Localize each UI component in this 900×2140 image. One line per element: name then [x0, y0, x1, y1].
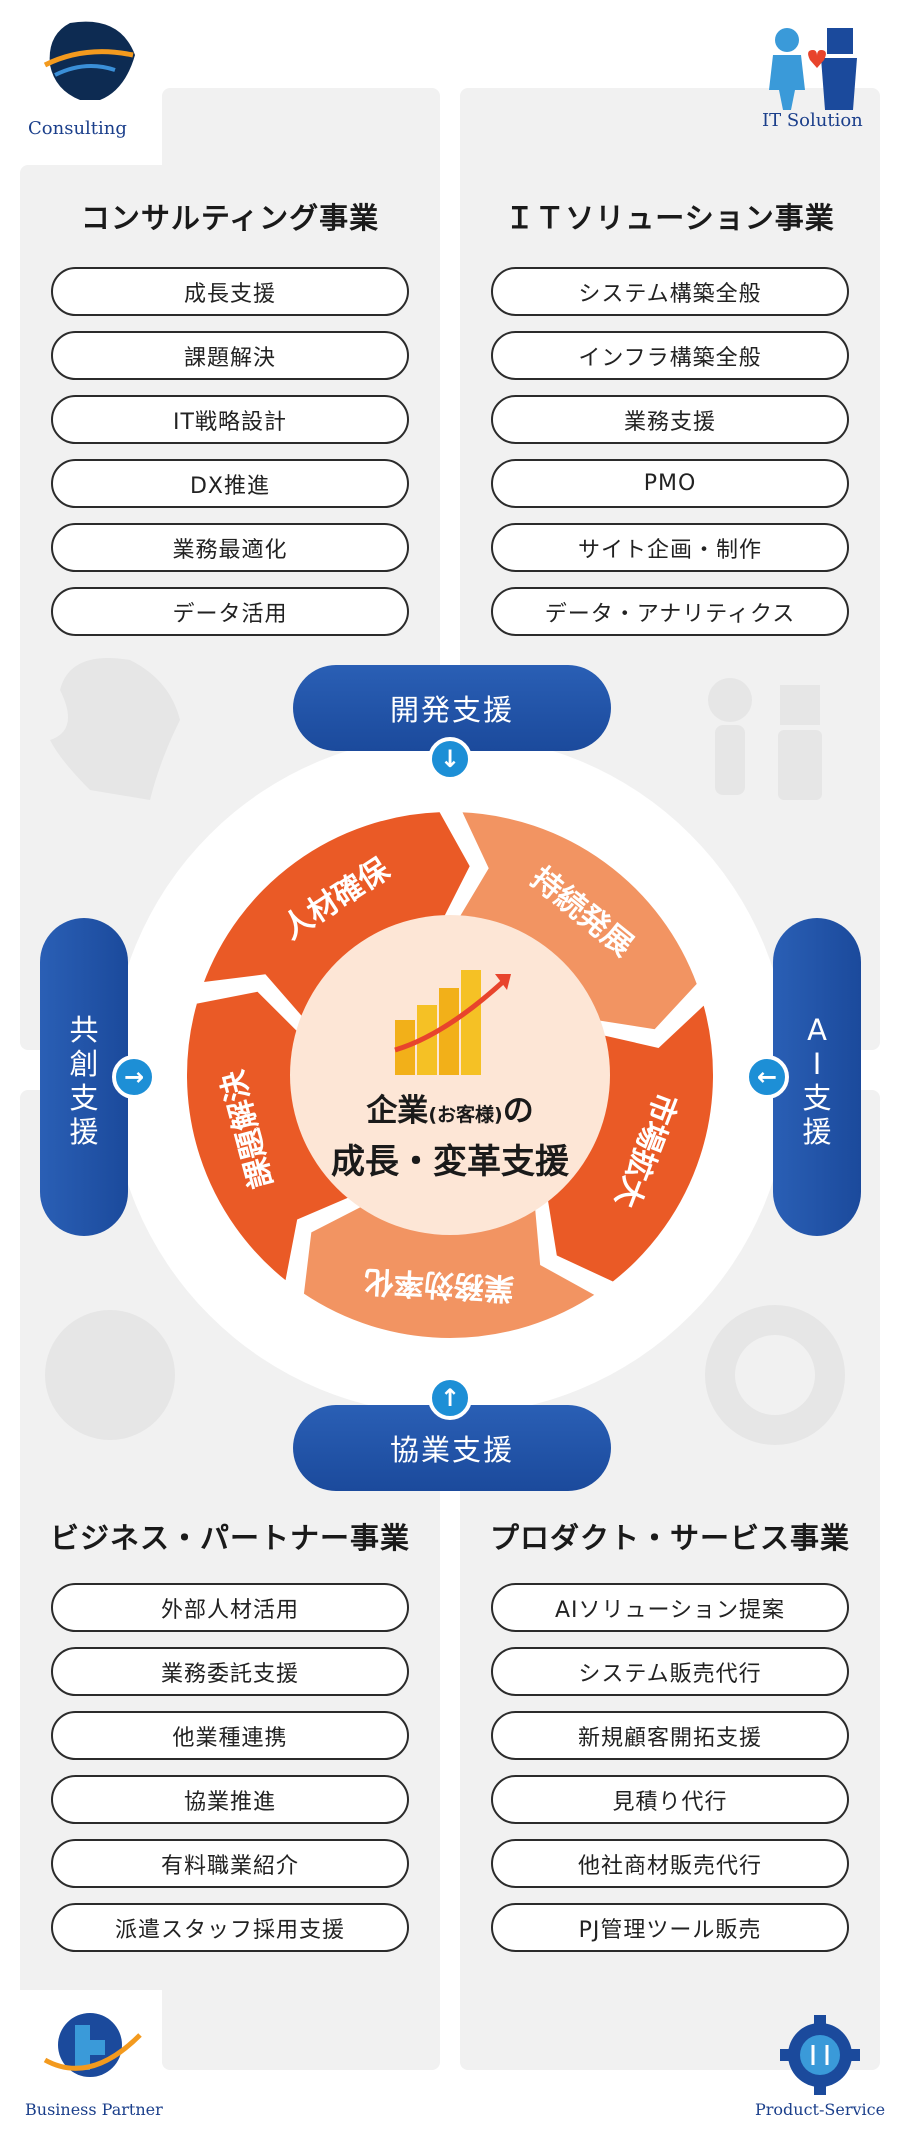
business-partner-item: 有料職業紹介 [51, 1839, 409, 1888]
product-service-item: 新規顧客開拓支援 [491, 1711, 849, 1760]
center-title: 企業(お客様)の 成長・変革支援 [300, 1085, 600, 1183]
it-solution-item: PMO [491, 459, 849, 508]
support-char: 創 [69, 1047, 99, 1081]
product-service-item: 見積り代行 [491, 1775, 849, 1824]
business-partner-logo [43, 2013, 142, 2077]
center-line2: 成長・変革支援 [331, 1142, 569, 1182]
people-watermark-icon [708, 678, 752, 722]
globe-watermark-icon [45, 1310, 175, 1440]
top-support-button: 開発支援 [293, 665, 611, 751]
support-char: 共 [69, 1013, 99, 1047]
it-solution-item: データ・アナリティクス [491, 587, 849, 636]
product-service-item: システム販売代行 [491, 1647, 849, 1696]
it-solution-item: 業務支援 [491, 395, 849, 444]
product-service-item: AIソリューション提案 [491, 1583, 849, 1632]
it-solution-item: システム構築全般 [491, 267, 849, 316]
head-watermark-icon [50, 658, 180, 800]
consulting-item: データ活用 [51, 587, 409, 636]
arrow-right-icon: → [112, 1055, 156, 1099]
panel-business-tab [162, 1990, 440, 2070]
consulting-item: DX推進 [51, 459, 409, 508]
consulting-title: コンサルティング事業 [80, 201, 380, 235]
it-solution-item: サイト企画・制作 [491, 523, 849, 572]
consulting-item: 業務最適化 [51, 523, 409, 572]
consulting-item: 成長支援 [51, 267, 409, 316]
left-support-char: 共創支援 [40, 1013, 128, 1149]
arrow-left-icon: ← [745, 1055, 789, 1099]
center-line1-b: (お客様) [428, 1104, 503, 1126]
business-partner-quadrant: ビジネス・パートナー事業 外部人材活用 業務委託支援 他業種連携 協業推進 有料… [25, 1515, 435, 1967]
consulting-logo [43, 21, 135, 101]
business-partner-item: 外部人材活用 [51, 1583, 409, 1632]
cycle-segment-label: 業務効率化 [363, 1263, 515, 1306]
business-partner-logo-text: Business Partner [25, 2100, 163, 2119]
product-service-quadrant: プロダクト・サービス事業 AIソリューション提案 システム販売代行 新規顧客開拓… [465, 1515, 875, 1967]
it-solution-title: ＩＴソリューション事業 [505, 201, 835, 235]
arrow-up-icon: ↑ [428, 1376, 472, 1420]
consulting-item: 課題解決 [51, 331, 409, 380]
support-char: A [807, 1013, 827, 1047]
product-service-item: 他社商材販売代行 [491, 1839, 849, 1888]
support-char: I [812, 1047, 822, 1081]
center-line1-c: の [502, 1093, 534, 1129]
it-solution-logo-text: IT Solution [762, 110, 863, 131]
product-service-title: プロダクト・サービス事業 [489, 1521, 850, 1555]
support-char: 支 [69, 1081, 99, 1115]
consulting-item: IT戦略設計 [51, 395, 409, 444]
consulting-quadrant: コンサルティング事業 成長支援 課題解決 IT戦略設計 DX推進 業務最適化 デ… [25, 195, 435, 651]
panel-consulting-tab [162, 88, 440, 188]
support-char: 援 [69, 1115, 99, 1149]
business-partner-item: 業務委託支援 [51, 1647, 409, 1696]
product-service-logo-text: Product-Service [755, 2100, 886, 2119]
support-char: 援 [802, 1115, 832, 1149]
business-partner-title: ビジネス・パートナー事業 [49, 1521, 410, 1555]
business-partner-item: 協業推進 [51, 1775, 409, 1824]
product-service-item: PJ管理ツール販売 [491, 1903, 849, 1952]
it-solution-item: インフラ構築全般 [491, 331, 849, 380]
it-solution-quadrant: ＩＴソリューション事業 システム構築全般 インフラ構築全般 業務支援 PMO サ… [465, 195, 875, 651]
chart-growth-icon [394, 970, 511, 1075]
center-line1-a: 企業 [366, 1093, 429, 1129]
product-service-logo [780, 2015, 860, 2095]
business-partner-item: 他業種連携 [51, 1711, 409, 1760]
business-partner-item: 派遣スタッフ採用支援 [51, 1903, 409, 1952]
arrow-down-icon: ↓ [428, 737, 472, 781]
consulting-logo-text: Consulting [28, 118, 127, 139]
it-solution-logo [769, 28, 857, 110]
support-char: 支 [802, 1081, 832, 1115]
